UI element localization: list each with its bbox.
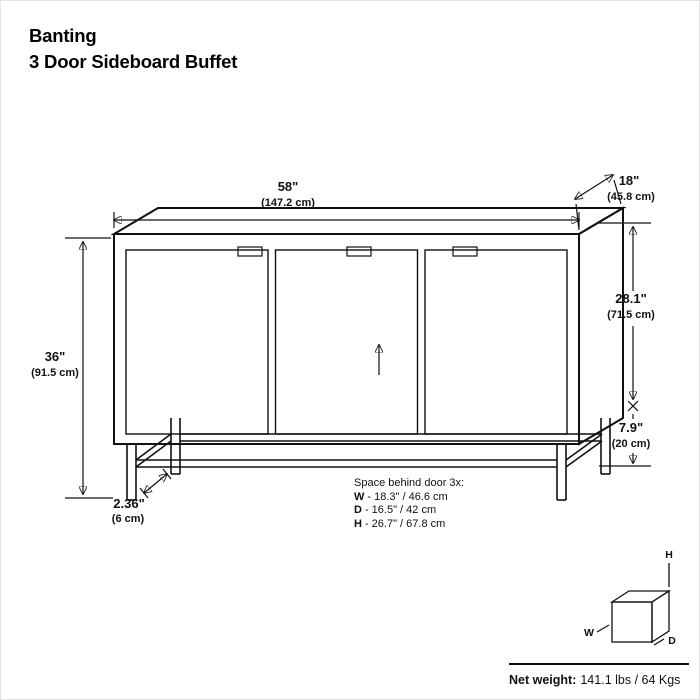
door-middle (274, 249, 419, 435)
leg-width-in-label: 2.36" (113, 496, 144, 511)
upper-height-cm-label: (71.5 cm) (607, 309, 655, 321)
depth-in-label: 18" (619, 173, 640, 188)
door-handle-left (237, 246, 263, 257)
leg-width-dimension: 2.36" (6 cm) (112, 468, 172, 525)
cube-depth-label: D (668, 635, 676, 647)
total-height-in-label: 36" (45, 349, 66, 364)
base-height-dimension: 7.9" (20 cm) (599, 414, 651, 467)
x-mark (627, 400, 639, 412)
base-height-in-label: 7.9" (619, 420, 643, 435)
width-dimension: 58" (147.2 cm) (114, 179, 579, 228)
net-weight-value: 141.1 lbs / 64 Kgs (580, 673, 681, 687)
space-behind-width: W- 18.3" / 46.6 cm (354, 491, 464, 505)
upper-height-dimension: 28.1" (71.5 cm) (599, 222, 655, 412)
cube-side-face (651, 589, 670, 644)
depth-dimension: 18" (45.8 cm) (575, 173, 655, 231)
space-depth-value: - 16.5" / 42 cm (364, 504, 437, 516)
product-title: Banting 3 Door Sideboard Buffet (29, 23, 237, 75)
space-behind-title: Space behind door 3x: (354, 477, 465, 489)
cabinet-front (113, 233, 580, 445)
base-height-cm-label: (20 cm) (612, 438, 651, 450)
width-in-label: 58" (278, 179, 299, 194)
space-behind-depth: D- 16.5" / 42 cm (354, 504, 464, 518)
cube-height-label: H (665, 549, 673, 561)
cabinet-body (110, 206, 627, 446)
door-right (424, 249, 568, 435)
cube-depth-axis (653, 638, 665, 646)
cube-front-face (611, 601, 653, 643)
product-brand: Banting (29, 25, 97, 46)
door-handle-right (452, 246, 478, 257)
space-depth-key: D (354, 504, 362, 516)
product-name: 3 Door Sideboard Buffet (29, 51, 238, 72)
leg-width-cm-label: (6 cm) (112, 513, 145, 525)
net-weight-label: Net weight: (509, 673, 577, 687)
upper-height-in-label: 28.1" (615, 291, 646, 306)
cube-width-axis (596, 624, 610, 633)
orientation-cube: H W D (584, 549, 676, 647)
width-cm-label: (147.2 cm) (261, 197, 315, 209)
net-weight: Net weight:141.1 lbs / 64 Kgs (509, 663, 689, 687)
space-height-key: H (354, 517, 362, 530)
total-height-dimension: 36" (91.5 cm) (31, 237, 113, 499)
space-behind-note: Space behind door 3x: W- 18.3" / 46.6 cm… (354, 477, 464, 531)
space-behind-height: H- 26.7" / 67.8 cm (354, 518, 464, 532)
base-frame (126, 418, 611, 501)
depth-cm-label: (45.8 cm) (607, 191, 655, 203)
space-width-value: - 18.3" / 46.6 cm (367, 490, 448, 503)
space-width-key: W (354, 490, 365, 503)
space-height-value: - 26.7" / 67.8 cm (364, 517, 446, 530)
cube-width-label: W (584, 627, 594, 639)
door-left (125, 249, 269, 435)
door-handle-middle (346, 246, 372, 257)
cabinet-side (578, 206, 624, 446)
cabinet-doors (125, 246, 568, 435)
cabinet-top (110, 207, 627, 235)
total-height-cm-label: (91.5 cm) (31, 367, 79, 379)
